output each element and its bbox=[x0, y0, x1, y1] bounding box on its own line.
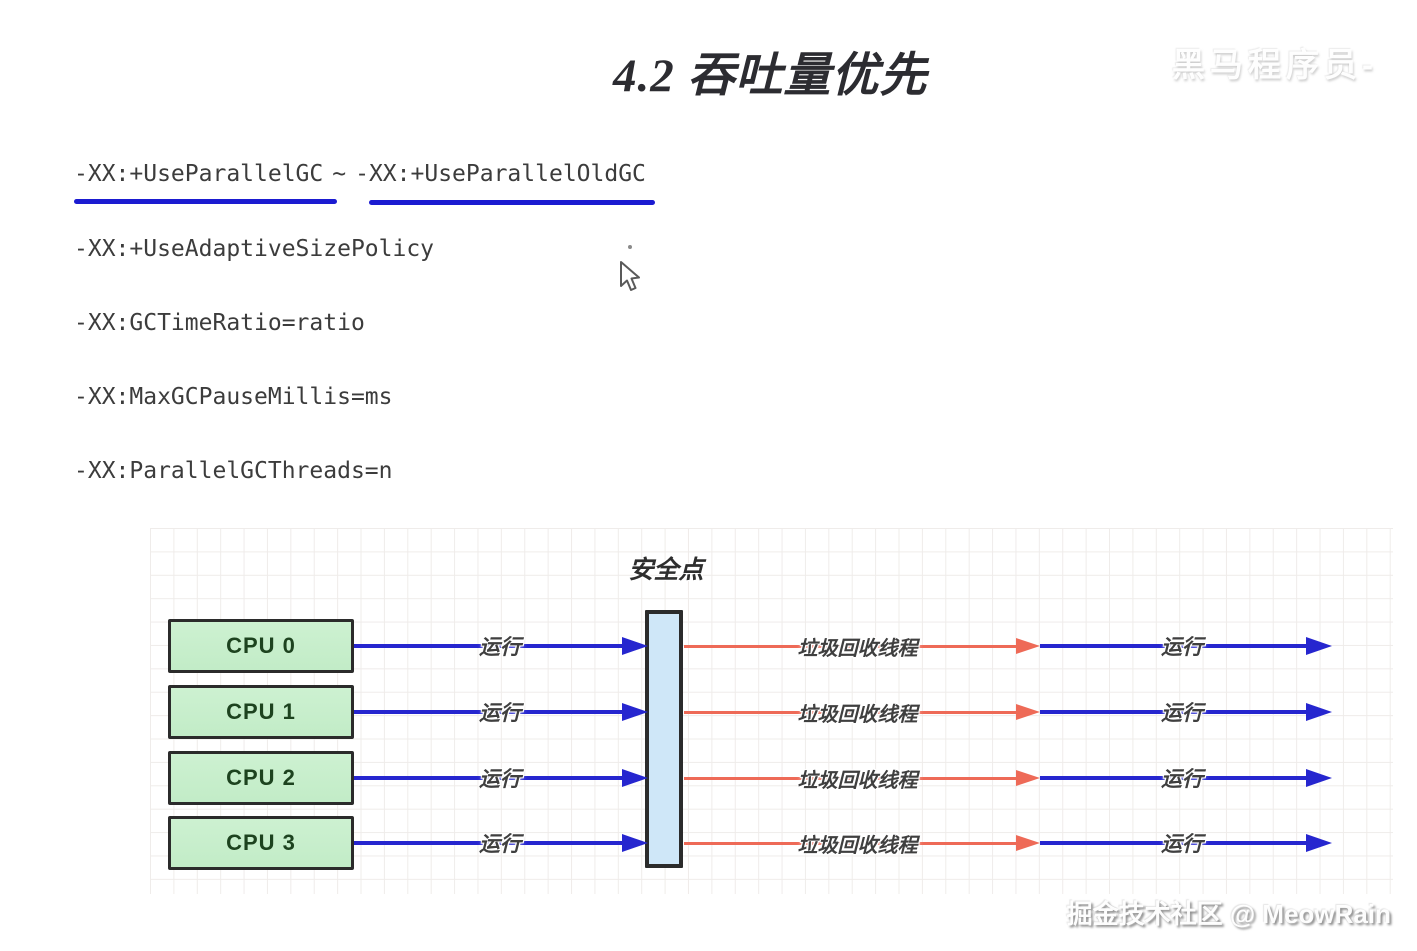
run-arrow-line bbox=[354, 841, 624, 845]
blue-underline-parallel-gc bbox=[74, 199, 337, 204]
cpu-label: CPU 2 bbox=[226, 765, 296, 790]
run-arrow-line bbox=[1040, 644, 1308, 648]
run-arrow-line bbox=[1040, 776, 1308, 780]
safepoint-label: 安全点 bbox=[628, 556, 704, 584]
gc-thread-arrow-line bbox=[684, 711, 1018, 714]
jvm-flag-adaptive-size-policy: -XX:+UseAdaptiveSizePolicy bbox=[74, 236, 435, 262]
cpu-row-3: CPU 3 运行 垃圾回收线程 运行 bbox=[0, 816, 1417, 870]
gc-arrowhead-icon bbox=[1016, 704, 1040, 720]
run-arrow-line bbox=[354, 710, 624, 714]
cpu-label: CPU 0 bbox=[226, 633, 296, 658]
run-arrowhead-icon bbox=[1306, 769, 1332, 787]
run-label: 运行 bbox=[479, 833, 521, 856]
blue-underline-parallel-old-gc bbox=[369, 200, 655, 205]
run-arrowhead-icon bbox=[622, 834, 648, 852]
run-arrow-line bbox=[354, 644, 624, 648]
run-label: 运行 bbox=[1161, 636, 1203, 659]
flag-use-parallel-gc: -XX:+UseParallelGC bbox=[74, 161, 324, 187]
flag-use-parallel-old-gc: -XX:+UseParallelOldGC bbox=[355, 161, 646, 187]
cpu-row-1: CPU 1 运行 垃圾回收线程 运行 bbox=[0, 685, 1417, 739]
gc-thread-label: 垃圾回收线程 bbox=[797, 835, 918, 857]
run-arrowhead-icon bbox=[1306, 834, 1332, 852]
run-arrow-line bbox=[354, 776, 624, 780]
cpu-box: CPU 2 bbox=[168, 751, 354, 805]
gc-thread-label: 垃圾回收线程 bbox=[797, 770, 918, 792]
run-label: 运行 bbox=[479, 636, 521, 659]
cpu-label: CPU 3 bbox=[226, 830, 296, 855]
jvm-flag-max-gc-pause-millis: -XX:MaxGCPauseMillis=ms bbox=[74, 384, 393, 410]
run-arrow-line bbox=[1040, 841, 1308, 845]
gc-arrowhead-icon bbox=[1016, 835, 1040, 851]
run-arrowhead-icon bbox=[1306, 637, 1332, 655]
cpu-label: CPU 1 bbox=[226, 699, 296, 724]
cpu-box: CPU 1 bbox=[168, 685, 354, 739]
run-label: 运行 bbox=[1161, 768, 1203, 791]
jvm-flag-line-parallel: -XX:+UseParallelGC ~ -XX:+UseParallelOldGC bbox=[74, 161, 646, 187]
cpu-box: CPU 0 bbox=[168, 619, 354, 673]
gc-thread-arrow-line bbox=[684, 777, 1018, 780]
gc-arrowhead-icon bbox=[1016, 638, 1040, 654]
small-dot bbox=[628, 245, 632, 249]
run-arrow-line bbox=[1040, 710, 1308, 714]
cpu-row-0: CPU 0 运行 垃圾回收线程 运行 bbox=[0, 619, 1417, 673]
run-label: 运行 bbox=[1161, 702, 1203, 725]
run-label: 运行 bbox=[479, 768, 521, 791]
flag-separator: ~ bbox=[332, 161, 347, 187]
run-label: 运行 bbox=[1161, 833, 1203, 856]
page-title: 4.2 吞吐量优先 bbox=[613, 50, 928, 102]
gc-arrowhead-icon bbox=[1016, 770, 1040, 786]
run-arrowhead-icon bbox=[622, 637, 648, 655]
gc-thread-arrow-line bbox=[684, 645, 1018, 648]
jvm-flag-parallel-gc-threads: -XX:ParallelGCThreads=n bbox=[74, 458, 393, 484]
gc-thread-label: 垃圾回收线程 bbox=[797, 704, 918, 726]
mouse-cursor-icon bbox=[620, 261, 640, 291]
run-arrowhead-icon bbox=[622, 769, 648, 787]
run-arrowhead-icon bbox=[622, 703, 648, 721]
cpu-box: CPU 3 bbox=[168, 816, 354, 870]
gc-thread-label: 垃圾回收线程 bbox=[797, 638, 918, 660]
safepoint-bar bbox=[645, 610, 683, 868]
run-label: 运行 bbox=[479, 702, 521, 725]
top-right-watermark: 黑马程序员- bbox=[1172, 46, 1378, 83]
cpu-row-2: CPU 2 运行 垃圾回收线程 运行 bbox=[0, 751, 1417, 805]
run-arrowhead-icon bbox=[1306, 703, 1332, 721]
bottom-right-watermark: 掘金技术社区 @ MeowRain bbox=[1066, 899, 1391, 929]
gc-thread-arrow-line bbox=[684, 842, 1018, 845]
jvm-flag-gc-time-ratio: -XX:GCTimeRatio=ratio bbox=[74, 310, 365, 336]
